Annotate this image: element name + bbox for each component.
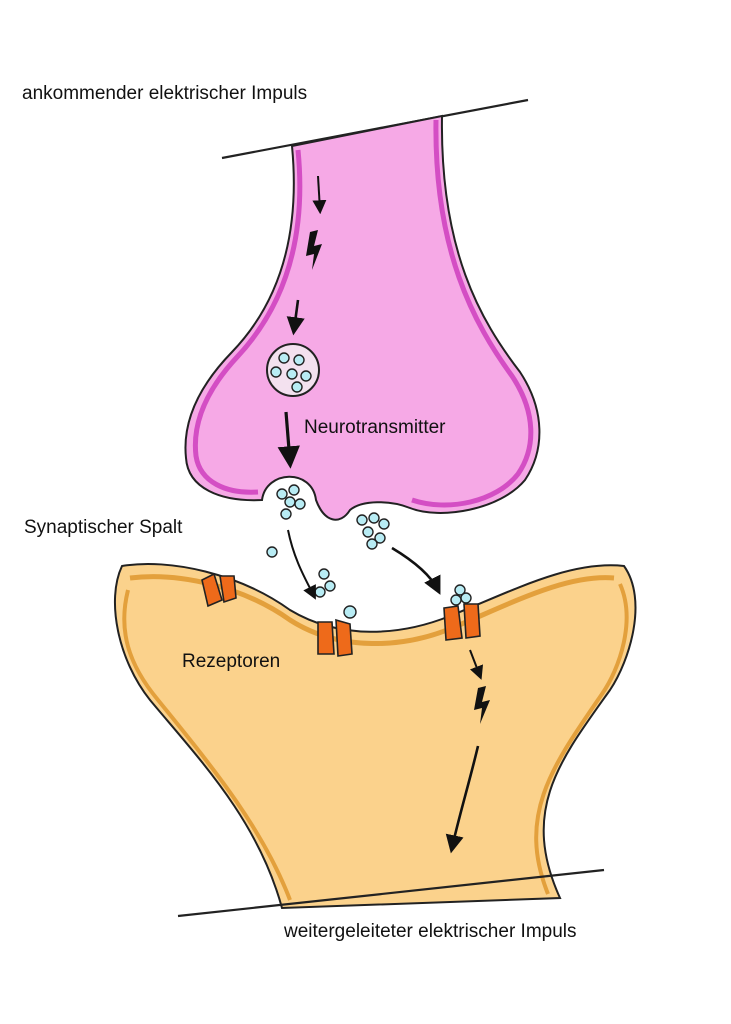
arrow-icon [277,175,484,854]
incoming-impulse-label: ankommender elektrischer Impuls [22,83,308,104]
postsynaptic-cell [113,563,637,910]
neurotransmitter-molecules [266,484,472,619]
receptor-icon [443,603,481,641]
vesicle-icon [266,343,320,397]
receptor-icon [317,618,353,657]
outgoing-boundary-line [177,868,605,918]
receptors-label: Rezeptoren [182,651,281,672]
synaptic-cleft-label: Synaptischer Spalt [24,517,183,538]
lightning-icon [474,686,490,724]
neurotransmitter-label: Neurotransmitter [304,417,446,438]
presynaptic-terminal [184,114,541,521]
receptor-icon [201,572,237,608]
outgoing-impulse-label: weitergeleiteter elektrischer Impuls [284,921,577,942]
lightning-icon [306,230,322,270]
